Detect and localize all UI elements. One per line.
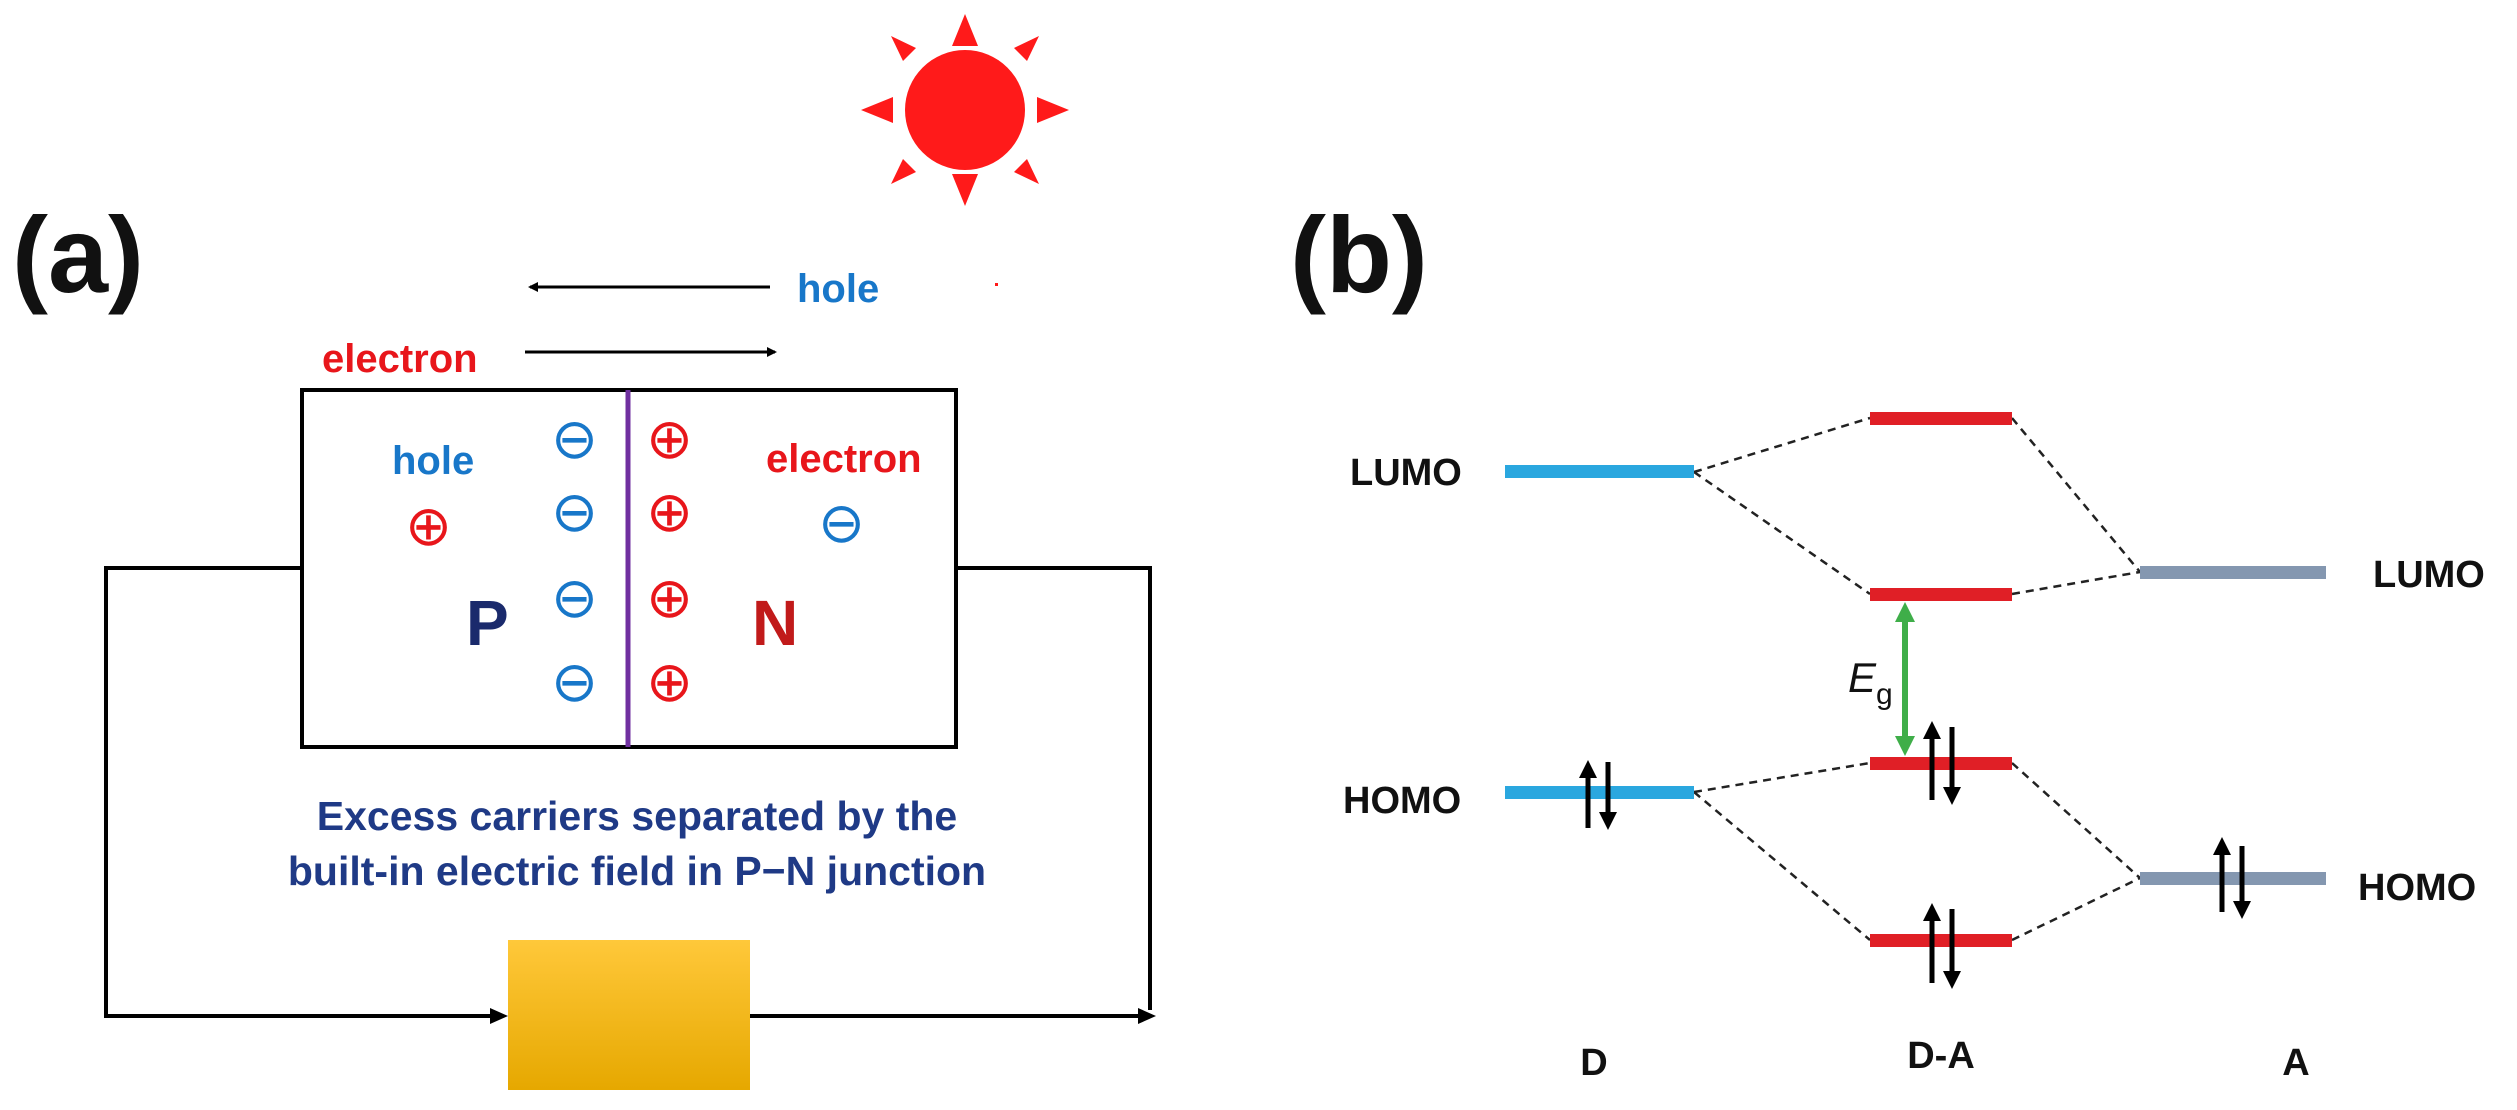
hole-flow-label: hole [797,267,879,311]
right-lumo-label: LUMO [2373,554,2485,596]
depletion-positive-charge: ⊕ [646,650,693,713]
right-homo-label: HOMO [2358,867,2476,909]
spin-pair-acceptor-homo [2213,837,2251,919]
depletion-positive-charge: ⊕ [646,407,693,470]
depletion-negative-charge: ⊖ [551,407,598,470]
da-upper-homo-level [1870,757,2012,770]
column-label-a: A [2282,1042,2309,1084]
donor-homo-level [1505,786,1694,799]
band-gap-label-sub: g [1876,678,1893,711]
donor-lumo-level [1505,465,1694,478]
left-homo-label: HOMO [1343,780,1461,822]
caption-line-2: built-in electric field in P−N junction [288,848,986,894]
external-circuit [104,566,1152,1018]
band-gap-arrow [1895,602,1915,756]
circuit-arrow-to-load [490,1008,508,1024]
panel-b-label: (b) [1290,194,1428,315]
electron-flow-label: electron [322,337,478,381]
p-side-hole-symbol: ⊕ [405,494,452,557]
acceptor-lumo-level [2140,566,2326,579]
depletion-negative-charge: ⊖ [551,480,598,543]
red-dot-mark [995,283,998,286]
panel-b: (b) [1290,194,2485,1084]
n-side-electron-label: electron [766,437,922,481]
depletion-positive-charge: ⊕ [646,566,693,629]
acceptor-homo-level [2140,872,2326,885]
spin-pair-da-lower-homo [1923,903,1961,989]
depletion-negative-charge: ⊖ [551,566,598,629]
band-gap-label-main: E [1848,654,1877,701]
depletion-negative-charge: ⊖ [551,650,598,713]
column-label-d: D [1580,1042,1607,1084]
da-lower-lumo-level [1870,588,2012,601]
panel-a-label: (a) [12,194,144,315]
circuit-arrow-right [1138,1008,1156,1024]
panel-a: (a) hole electron hole ⊕ electron ⊖ ⊖ ⊖ … [12,14,1156,1090]
load-block [508,940,750,1090]
spin-pair-donor-homo [1579,760,1617,830]
spin-pair-da-upper-homo [1923,721,1961,805]
depletion-positive-charge: ⊕ [646,480,693,543]
column-label-da: D-A [1907,1035,1975,1077]
sun-icon [861,14,1069,206]
da-upper-lumo-level [1870,412,2012,425]
p-side-hole-label: hole [392,439,474,483]
left-lumo-label: LUMO [1350,452,1462,494]
n-region-label: N [752,587,798,659]
n-side-electron-symbol: ⊖ [818,491,865,554]
orbital-mixing-dashes [1693,416,2141,942]
band-gap-label: Eg [1848,654,1893,711]
caption-line-1: Excess carriers separated by the [317,793,957,839]
p-region-label: P [466,587,509,659]
da-lower-homo-level [1870,934,2012,947]
